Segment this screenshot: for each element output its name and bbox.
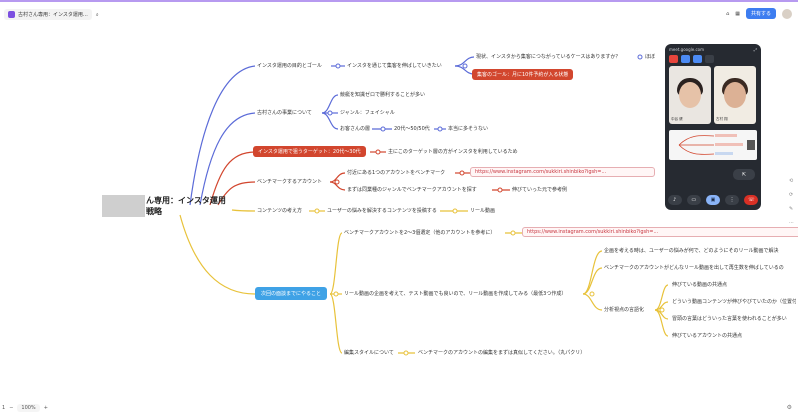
redacted-block [102,195,146,217]
participant-2-avatar [724,82,746,108]
rail-icon-4[interactable]: ⋯ [789,220,794,226]
top-toolbar: 古村さん専用：インスタ運用… ⌕ ⌂ ▦ 共有する [0,0,798,28]
pip-expand-icon[interactable]: ⇱ [733,169,755,180]
participant-tile-1[interactable]: 中谷 健 [669,66,711,124]
node-content-child[interactable]: ユーザーの悩みを解決するコンテンツを投稿する [327,208,437,214]
node-business-age[interactable]: 20代〜50/50代 [394,126,430,132]
node-next-item-2-child-2[interactable]: ベンチマークのアカウントがどんなリール動画を出して再生数を伸ばしているの [604,265,784,271]
node-next-item-3-note[interactable]: ベンチマークのアカウントの編集をまずは真似してください。（丸パクリ） [418,350,586,356]
node-analysis-item-4[interactable]: 伸びているアカウントの共通点 [672,333,743,339]
more-options-icon[interactable]: ⋮ [725,195,740,205]
participant-1-avatar [679,82,701,108]
participant-1-name: 中谷 健 [671,117,683,121]
document-tab[interactable]: 古村さん専用：インスタ運用… [4,9,92,20]
branch-goal-line [189,65,256,206]
zoom-out-icon[interactable]: − [9,405,14,411]
root-title: ん専用：インスタ運用戦略 [146,196,226,216]
node-next-item-3[interactable]: 編集スタイルについて [344,350,394,356]
node-benchmark-item-2[interactable]: まずは同業種のジャンルでベンチマークアカウントを探す [347,187,477,193]
node-target[interactable]: インスタ運用で狙うターゲット：20代〜30代 [253,146,366,157]
participant-tile-2[interactable]: 古村 翔 [714,66,756,124]
menu-icon[interactable]: ▦ [735,10,740,17]
right-rail: ⟲ ⟳ ✎ ⋯ [789,178,794,226]
microphone-icon[interactable]: ♪ [667,195,682,205]
app-logo-icon [8,11,15,18]
branch-next-line [179,214,256,295]
node-target-note[interactable]: 主にこのターゲット層の方がインスタを利用しているため [388,149,518,155]
node-benchmark[interactable]: ベンチマークするアカウント [257,179,323,185]
shared-screen-preview[interactable] [669,130,757,160]
document-title: 古村さん専用：インスタ運用… [18,12,88,18]
node-next-link[interactable]: https://www.instagram.com/sukkiri.shinbi… [522,227,798,237]
camera-icon[interactable]: ▭ [686,195,701,205]
branch-content-line [231,209,256,212]
root-node[interactable]: ん専用：インスタ運用戦略 [102,195,232,217]
node-business[interactable]: 古村さんの事業について [257,110,312,116]
node-benchmark-item-1[interactable]: 付近にある1つのアカウントをベンチマーク [347,170,446,176]
tool-icon-3[interactable] [705,55,714,63]
node-content[interactable]: コンテンツの考え方 [257,208,303,214]
node-business-item-2[interactable]: ジャンル：フェイシャル [340,110,395,116]
branch-target-line [209,151,256,206]
zoom-level[interactable]: 100% [17,404,40,412]
hang-up-icon[interactable]: ☏ [744,195,759,205]
node-benchmark-item-2-note[interactable]: 伸びていった元で参考例 [512,187,568,193]
home-icon[interactable]: ⌂ [726,10,730,17]
user-avatar[interactable] [782,8,792,19]
node-business-age-note[interactable]: 本当に多そうない [448,126,489,132]
search-icon[interactable]: ⌕ [95,11,99,18]
video-call-tools [665,55,761,63]
node-analysis-item-1[interactable]: 伸びている動画の共通点 [672,282,728,288]
video-call-window[interactable]: meet.google.com ⤢ 中谷 健 古村 翔 ⇱ ♪ ▭ [665,44,761,210]
present-icon[interactable]: ▣ [705,195,720,205]
node-next-item-1[interactable]: ベンチマークアカウントを2〜3個選定（他のアカウントを参考に） [344,230,496,236]
toolbar-left: 古村さん専用：インスタ運用… ⌕ [4,9,99,20]
node-analysis-item-3[interactable]: 冒頭の言葉はどういった言葉を使われることが多い [672,316,787,322]
video-call-controls: ♪ ▭ ▣ ⋮ ☏ [665,190,761,210]
node-goal-question[interactable]: 現状、インスタから集客につながっているケースはありますか？ [476,54,621,60]
node-goal-child[interactable]: インスタを通じて集客を伸ばしていきたい [347,63,442,69]
record-icon[interactable] [669,55,678,63]
rail-icon-3[interactable]: ✎ [789,206,794,212]
settings-icon[interactable]: ⚙ [786,404,792,411]
node-business-item-3[interactable]: お客さんの層 [340,126,371,132]
zoom-in-icon[interactable]: + [43,405,48,411]
node-goal[interactable]: インスタ運用の目的とゴール [257,63,322,69]
rail-icon-2[interactable]: ⟳ [789,192,794,198]
node-next[interactable]: 次回の面談までにやること [255,287,328,300]
participant-2-name: 古村 翔 [716,117,728,121]
tool-icon-2[interactable] [693,55,702,63]
node-business-item-1[interactable]: 競艇を知識ゼロで勝利することが多い [340,92,426,98]
rail-icon-1[interactable]: ⟲ [789,178,794,184]
video-call-titlebar: meet.google.com ⤢ [665,44,761,54]
page-count[interactable]: 1 [2,405,6,411]
node-goal-target[interactable]: 集客のゴール：月に10件予約が入る状態 [472,69,574,80]
toolbar-right: ⌂ ▦ 共有する [726,8,792,19]
bottom-toolbar: 1 − 100% + [2,404,48,412]
node-content-grand[interactable]: リール動画 [470,208,496,214]
node-benchmark-link[interactable]: https://www.instagram.com/sukkiri.shinbi… [470,167,655,177]
participant-tiles: 中谷 健 古村 翔 [665,63,761,127]
video-call-url: meet.google.com [669,46,705,52]
share-button[interactable]: 共有する [745,8,776,19]
node-next-item-2[interactable]: リール動画の企画を考えて、テスト動画でも良いので、リール動画を作成してみる（最低… [344,291,567,297]
branch-business-line [199,112,256,206]
branch-benchmark-line [217,181,256,206]
popout-icon[interactable]: ⤢ [753,46,757,52]
node-next-item-2-child-1[interactable]: 企画を考える時は、ユーザーの悩みが何で、どのようにそのリール動画で解決 [604,248,779,254]
node-analysis-item-2[interactable]: どういう動画コンテンツが伸びやびていたのか（位置付） [672,299,796,305]
shared-screen-thumbnail [678,134,755,155]
tool-icon-1[interactable] [681,55,690,63]
node-next-analysis[interactable]: 分析視点の言語化 [604,307,645,313]
node-goal-question-answer[interactable]: ほぼ [645,54,656,60]
